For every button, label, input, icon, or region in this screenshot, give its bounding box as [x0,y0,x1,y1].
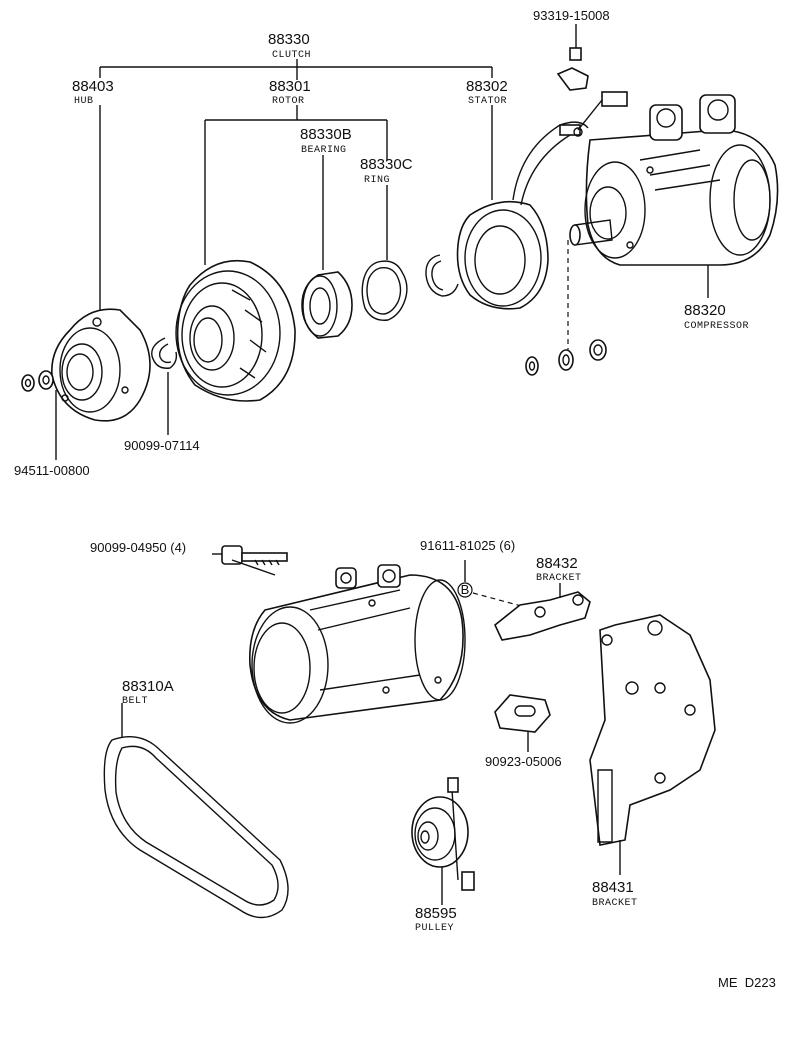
bracket-main-name: BRACKET [592,898,638,909]
bearing-part-number: 88330B [300,126,352,143]
rotor-part-number: 88301 [269,78,311,95]
snap-ring-number: 90099-07114 [124,438,200,453]
clutch-leader-lines [55,24,709,460]
diagram-code: ME D223 [718,975,776,990]
gasket-part [494,694,551,752]
belt-name: BELT [122,696,148,707]
clutch-name: CLUTCH [272,50,311,61]
bearing-name: BEARING [301,145,347,156]
bracket-top-name: BRACKET [536,573,582,584]
hub-name: HUB [74,96,94,107]
stator-part-number: 88302 [466,78,508,95]
pulley-part [411,777,475,905]
compressor-part-number: 88320 [684,302,726,319]
top-bolt [556,47,589,91]
compressor-shims [525,240,607,376]
hub-part [51,308,151,422]
stator-name: STATOR [468,96,507,107]
ring-part [361,260,408,321]
pulley-name: PULLEY [415,923,454,934]
compressor-part-top [569,94,779,266]
stator-snap-ring [425,254,459,297]
belt-part-number: 88310A [122,678,174,695]
b-marker: B [457,560,526,608]
compressor-bolt-number: 90099-04950 (4) [90,540,186,555]
belt-part [103,703,289,919]
rotor-part [175,259,296,402]
hub-part-number: 88403 [72,78,114,95]
ring-name: RING [364,175,390,186]
hub-washers [21,370,54,392]
ring-part-number: 88330C [360,156,413,173]
gasket-number: 90923-05006 [485,754,562,769]
bracket-top-part-number: 88432 [536,555,578,572]
hub-washer-number: 94511-00800 [14,463,90,478]
compressor-part-lower [248,564,466,724]
clutch-part-number: 88330 [268,31,310,48]
bracket-88432-part [494,583,591,641]
bracket-main-part-number: 88431 [592,879,634,896]
bracket-88431-part [589,614,716,875]
nut-number: 91611-81025 (6) [420,538,515,553]
compressor-bolt [221,545,288,576]
stator-part [456,91,628,310]
bearing-part [301,271,353,339]
snap-ring [151,337,178,369]
rotor-name: ROTOR [272,96,305,107]
pulley-part-number: 88595 [415,905,457,922]
top-bolt-number: 93319-15008 [533,8,610,23]
compressor-name: COMPRESSOR [684,321,749,332]
b-marker-letter: B [461,582,470,597]
